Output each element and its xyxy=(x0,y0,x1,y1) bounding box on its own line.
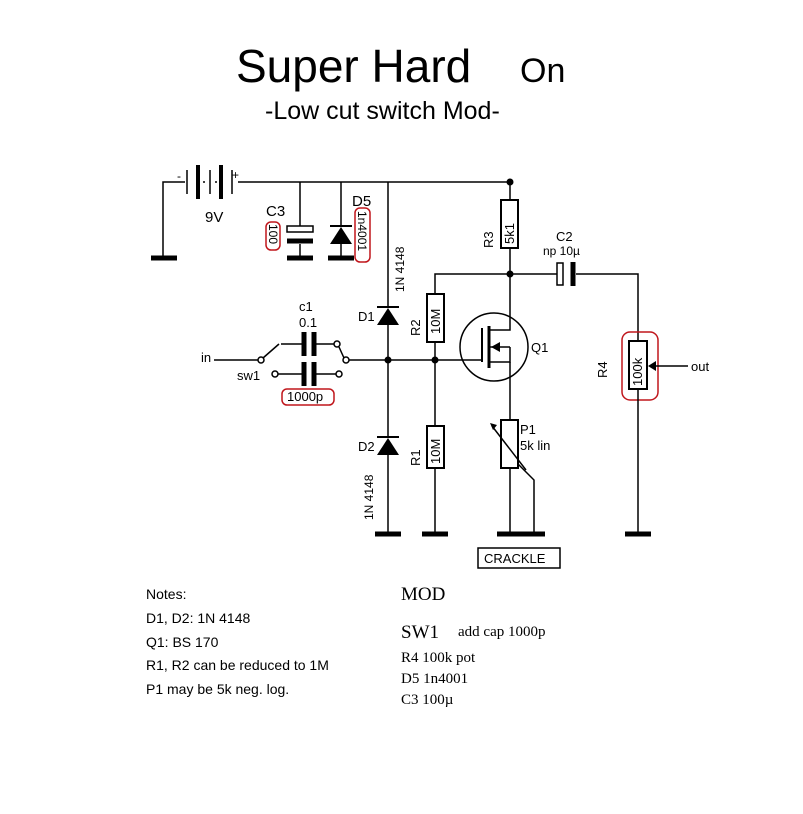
c3-value-label: 100 xyxy=(266,224,280,244)
notes-heading: Notes: xyxy=(146,586,186,602)
q1-name-label: Q1 xyxy=(531,340,548,355)
r4-value-label: 100k xyxy=(630,357,645,386)
d2-part-label: 1N 4148 xyxy=(362,474,376,520)
resistor-r2: 10M R2 xyxy=(408,273,510,426)
input-switch-c1: in sw1 c1 0.1 1000p xyxy=(201,299,388,406)
mod-block: MOD SW1 add cap 1000p R4 100k pot D5 1n4… xyxy=(401,584,545,708)
diode-d1: 1N 4148 D1 xyxy=(358,182,407,436)
c1b-value-label: 1000p xyxy=(287,389,323,404)
c2-name-label: C2 xyxy=(556,229,573,244)
note-line: D1, D2: 1N 4148 xyxy=(146,610,250,626)
p1-value-label: 5k lin xyxy=(520,438,550,453)
mod-line: C3 100µ xyxy=(401,692,454,708)
note-line: Q1: BS 170 xyxy=(146,634,219,650)
d2-name-label: D2 xyxy=(358,439,375,454)
c2-value-label: np 10µ xyxy=(543,244,580,258)
d5-name-label: D5 xyxy=(352,193,371,210)
p1-name-label: P1 xyxy=(520,422,536,437)
crackle-label: CRACKLE xyxy=(484,551,546,566)
mod-sw-label: SW1 xyxy=(401,622,439,643)
input-label: in xyxy=(201,350,211,365)
crackle-box xyxy=(477,547,561,569)
note-line: P1 may be 5k neg. log. xyxy=(146,681,289,697)
mod-line: R4 100k pot xyxy=(401,650,476,666)
c1b-value-highlight xyxy=(281,388,335,406)
c3-name-label: C3 xyxy=(266,203,285,220)
output-label: out xyxy=(691,359,709,374)
potentiometer-p1: P1 5k lin CRACKLE xyxy=(477,419,561,569)
title-subtitle: -Low cut switch Mod- xyxy=(265,97,500,125)
c1-value-label: 0.1 xyxy=(299,315,317,330)
r1-name-label: R1 xyxy=(408,449,423,466)
diode-d5: D5 1n4001 xyxy=(328,182,371,263)
battery-voltage-label: 9V xyxy=(205,209,223,226)
r3-value-label: 5k1 xyxy=(502,223,517,244)
d5-value-label: 1n4001 xyxy=(355,211,369,251)
r1-value-label: 10M xyxy=(428,439,443,464)
r2-name-label: R2 xyxy=(408,319,423,336)
capacitor-c2: C2 np 10µ xyxy=(510,229,639,340)
mod-heading: MOD xyxy=(401,584,445,605)
diode-d2: D2 1N 4148 xyxy=(358,436,401,537)
resistor-r1: 10M R1 xyxy=(408,425,448,537)
mod-line: D5 1n4001 xyxy=(401,671,468,687)
c3-value-highlight xyxy=(265,221,281,251)
r2-value-label: 10M xyxy=(428,309,443,334)
title-main: Super Hard xyxy=(236,40,471,92)
battery-plus-sign: + xyxy=(232,168,239,182)
d1-name-label: D1 xyxy=(358,309,375,324)
notes-block: Notes: D1, D2: 1N 4148 Q1: BS 170 R1, R2… xyxy=(146,586,329,697)
resistor-r3: 5k1 R3 xyxy=(481,182,519,318)
title-suffix: On xyxy=(520,52,565,90)
r3-name-label: R3 xyxy=(481,231,496,248)
mosfet-q1: Q1 xyxy=(388,312,548,420)
c1-name-label: c1 xyxy=(299,299,313,314)
mod-sw-text: add cap 1000p xyxy=(458,624,545,640)
d1-part-label: 1N 4148 xyxy=(393,246,407,292)
battery-minus-sign: - xyxy=(177,169,181,183)
potentiometer-r4: 100k R4 out xyxy=(595,331,709,537)
capacitor-c3: C3 100 xyxy=(265,182,314,261)
d5-value-highlight xyxy=(354,207,371,263)
battery: - + 9V xyxy=(151,165,239,261)
r4-name-label: R4 xyxy=(595,361,610,378)
note-line: R1, R2 can be reduced to 1M xyxy=(146,657,329,673)
switch-label: sw1 xyxy=(237,368,260,383)
